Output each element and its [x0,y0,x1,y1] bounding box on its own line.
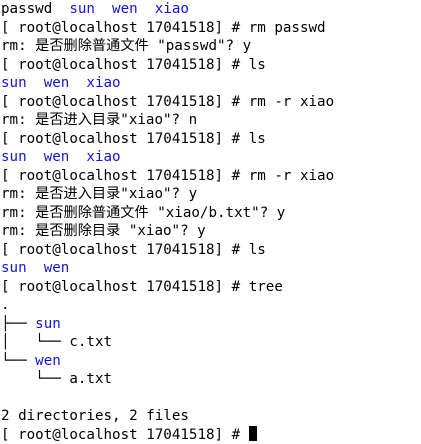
terminal-line: 2 directories, 2 files [1,407,421,426]
terminal-text: [ root@localhost 17041518] # rm passwd [1,20,326,36]
terminal-line: sun wen xiao [1,74,421,93]
terminal-text: [ root@localhost 17041518] # tree [1,279,283,295]
terminal-text: rm: 是否删除普通文件 "passwd"? y [1,38,251,54]
terminal-text: [ root@localhost 17041518] # [1,427,249,443]
terminal-text: passwd [1,1,69,17]
directory-listing: sun wen xiao [1,75,121,91]
directory-listing: sun wen xiao [1,149,121,165]
terminal-line: ├── sun [1,315,421,334]
terminal-line: [ root@localhost 17041518] # [1,426,421,444]
terminal-line: [ root@localhost 17041518] # ls [1,130,421,149]
terminal-line: │ └── c.txt [1,333,421,352]
directory-listing: sun wen xiao [69,1,189,17]
terminal-line: [ root@localhost 17041518] # rm -r xiao [1,167,421,186]
terminal-text: └── [1,353,35,369]
terminal-text: rm: 是否删除普通文件 "xiao/b.txt"? y [1,205,285,221]
terminal-output[interactable]: passwd sun wen xiao[ root@localhost 1704… [1,0,421,432]
terminal-line [1,389,421,408]
terminal-line: rm: 是否进入目录"xiao"? n [1,111,421,130]
terminal-text: rm: 是否删除目录 "xiao"? y [1,223,206,239]
cursor-block [249,426,257,441]
terminal-line: passwd sun wen xiao [1,0,421,19]
terminal-line: [ root@localhost 17041518] # tree [1,278,421,297]
terminal-text: . [1,297,10,313]
terminal-line: └── a.txt [1,370,421,389]
terminal-line: [ root@localhost 17041518] # rm -r xiao [1,93,421,112]
terminal-text: ├── [1,316,35,332]
terminal-line: rm: 是否进入目录"xiao"? y [1,185,421,204]
terminal-line: . [1,296,421,315]
terminal-text: └── a.txt [1,371,112,387]
terminal-line: sun wen xiao [1,148,421,167]
terminal-line: └── wen [1,352,421,371]
directory-listing: sun [35,316,61,332]
terminal-text: rm: 是否进入目录"xiao"? y [1,186,197,202]
terminal-line: rm: 是否删除普通文件 "passwd"? y [1,37,421,56]
terminal-text: [ root@localhost 17041518] # rm -r xiao [1,94,334,110]
terminal-line: [ root@localhost 17041518] # ls [1,56,421,75]
terminal-text: [ root@localhost 17041518] # rm -r xiao [1,168,334,184]
terminal-text: [ root@localhost 17041518] # ls [1,131,266,147]
terminal-text: rm: 是否进入目录"xiao"? n [1,112,197,128]
terminal-line: [ root@localhost 17041518] # rm passwd [1,19,421,38]
terminal-text: │ └── c.txt [1,334,112,350]
terminal-text: [ root@localhost 17041518] # ls [1,57,266,73]
terminal-text: 2 directories, 2 files [1,408,189,424]
directory-listing: sun wen [1,260,69,276]
terminal-line: [ root@localhost 17041518] # ls [1,241,421,260]
directory-listing: wen [35,353,61,369]
terminal-line: rm: 是否删除普通文件 "xiao/b.txt"? y [1,204,421,223]
terminal-text: [ root@localhost 17041518] # ls [1,242,266,258]
terminal-line: rm: 是否删除目录 "xiao"? y [1,222,421,241]
terminal-line: sun wen [1,259,421,278]
